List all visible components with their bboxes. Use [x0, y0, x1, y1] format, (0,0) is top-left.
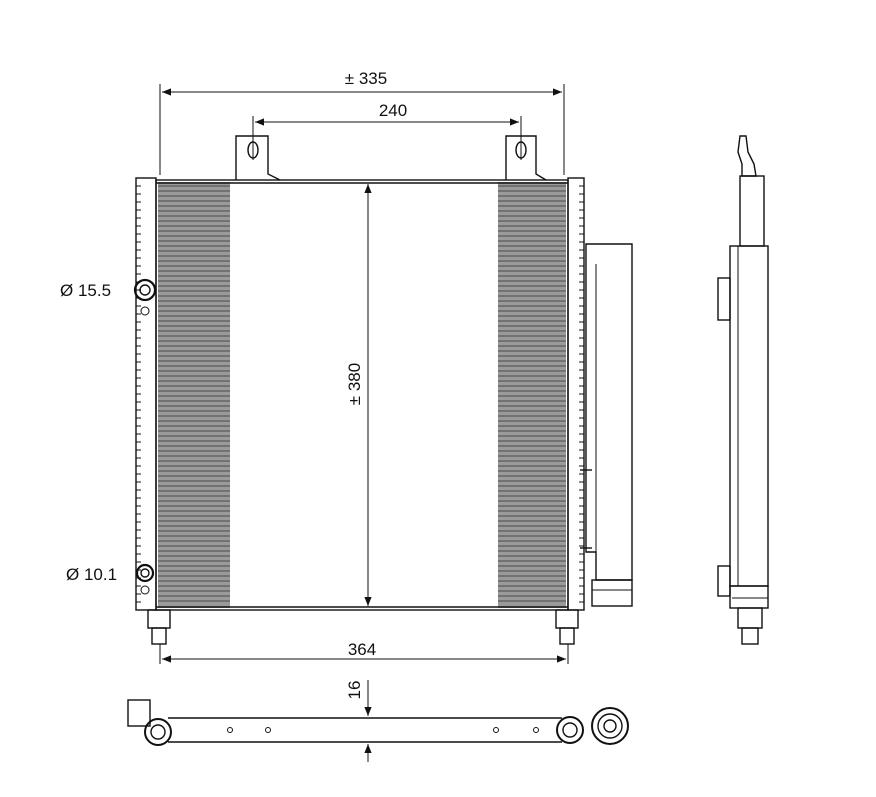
depth-label: 16	[345, 681, 364, 700]
left-fin-block	[158, 182, 230, 608]
side-view	[717, 135, 769, 645]
overall-width-label: ± 335	[345, 69, 387, 88]
receiver-drier	[580, 243, 633, 607]
inlet-diameter-label: Ø 15.5	[60, 281, 111, 300]
bracket-spacing-label: 240	[379, 101, 407, 120]
top-bracket-left	[235, 135, 281, 181]
dimension-core-width: 364	[159, 640, 569, 664]
bottom-mount-right	[555, 609, 579, 645]
dimension-bracket-spacing: 240	[252, 101, 522, 140]
core-height-label: ± 380	[345, 363, 364, 405]
outlet-diameter-label: Ø 10.1	[66, 565, 117, 584]
front-view	[133, 135, 633, 645]
right-fin-lines	[498, 185, 566, 602]
inlet-fitting	[133, 278, 157, 316]
dimension-depth: 16	[345, 680, 372, 762]
left-fin-lines	[158, 185, 230, 602]
dimension-core-height: ± 380	[345, 184, 372, 606]
right-fin-block	[498, 182, 566, 608]
core-outline	[155, 179, 569, 611]
outlet-fitting	[135, 563, 155, 595]
bottom-view	[127, 699, 629, 746]
top-bracket-right	[505, 135, 547, 181]
dimension-overall-width: ± 335	[159, 69, 565, 175]
tank-ribs	[136, 185, 584, 603]
core-width-label: 364	[348, 640, 376, 659]
bottom-mount-left	[147, 609, 171, 645]
